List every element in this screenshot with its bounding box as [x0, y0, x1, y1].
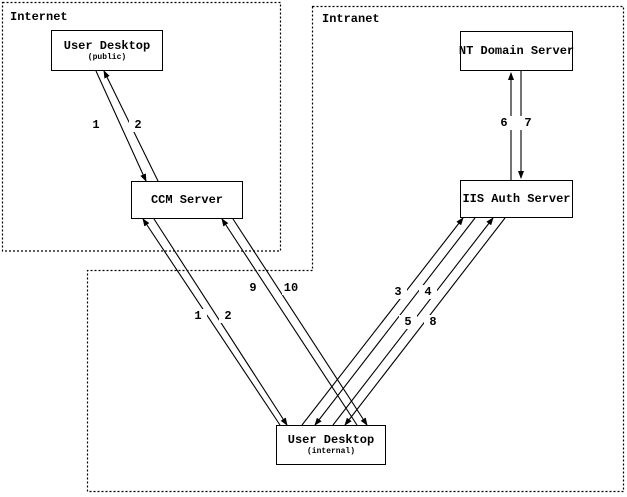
node-user-desktop-internal: User Desktop (internal) — [276, 425, 386, 465]
arrow-step3-internal-desktop-to-iis — [301, 217, 464, 426]
node-title: User Desktop — [63, 38, 151, 53]
step-label-2-internal: 2 — [219, 309, 237, 323]
step-label-1-public: 1 — [87, 118, 105, 132]
arrow-step10-ccm-to-internal-desktop — [232, 218, 368, 426]
node-title: IIS Auth Server — [462, 191, 571, 206]
node-title: User Desktop — [287, 433, 375, 447]
step-label-1-internal: 1 — [189, 309, 207, 323]
node-user-desktop-public: User Desktop (public) — [51, 30, 163, 71]
arrow-step1-public-desktop-to-ccm — [95, 70, 147, 182]
node-ccm-server: CCM Server — [131, 181, 243, 219]
arrow-step1-internal-desktop-to-ccm — [142, 218, 281, 426]
node-subtitle: (public) — [87, 52, 127, 62]
step-label-2-public: 2 — [129, 118, 147, 132]
step-label-9: 9 — [244, 281, 262, 295]
step-label-3: 3 — [389, 285, 407, 299]
step-label-5: 5 — [399, 315, 417, 329]
step-label-7: 7 — [519, 116, 537, 130]
node-nt-domain-server: NT Domain Server — [458, 31, 575, 71]
intranet-zone-label: Intranet — [322, 12, 380, 26]
node-title: NT Domain Server — [458, 43, 575, 58]
node-subtitle: (internal) — [306, 447, 355, 456]
step-label-4: 4 — [419, 285, 437, 299]
internet-zone-border — [1, 1, 282, 252]
internet-zone-label: Internet — [10, 10, 68, 24]
arrow-step9-internal-desktop-to-ccm — [221, 218, 358, 426]
node-title: CCM Server — [150, 192, 223, 207]
intranet-zone-border — [86, 5, 625, 493]
step-label-8: 8 — [424, 315, 442, 329]
step-label-10: 10 — [282, 281, 300, 295]
arrow-step4-iis-to-internal-desktop — [314, 217, 476, 426]
node-iis-auth-server: IIS Auth Server — [460, 180, 573, 218]
step-label-6: 6 — [495, 116, 513, 130]
